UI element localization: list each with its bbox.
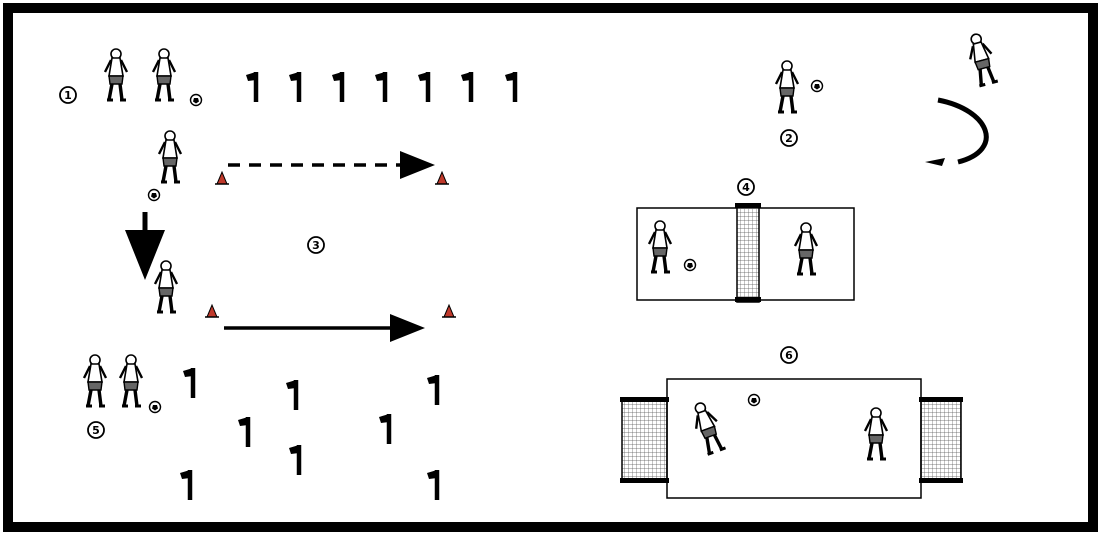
ball — [191, 95, 202, 106]
right-goal — [921, 400, 961, 480]
svg-text:4: 4 — [742, 181, 750, 194]
ball — [812, 81, 823, 92]
svg-text:5: 5 — [92, 424, 100, 437]
station-4-number: 4 — [738, 179, 754, 195]
svg-text:1: 1 — [64, 89, 72, 102]
station-6-number: 6 — [781, 347, 797, 363]
ball — [749, 395, 760, 406]
svg-text:3: 3 — [312, 239, 320, 252]
center-goal — [737, 205, 759, 302]
ball — [150, 402, 161, 413]
station-3-number: 3 — [308, 237, 324, 253]
station-2-number: 2 — [781, 130, 797, 146]
ball — [685, 260, 696, 271]
svg-text:6: 6 — [785, 349, 793, 362]
left-goal — [622, 400, 667, 480]
station-5-number: 5 — [88, 422, 104, 438]
ball — [149, 190, 160, 201]
station-1-number: 1 — [60, 87, 76, 103]
svg-text:2: 2 — [785, 132, 793, 145]
